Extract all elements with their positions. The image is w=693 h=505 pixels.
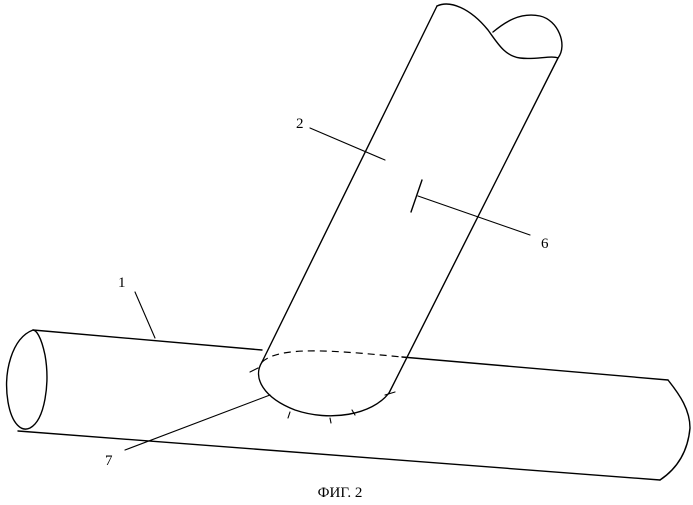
label-pipe-branch: 2 [296,116,304,132]
main-pipe-bottom-edge [18,431,660,480]
main-pipe-top-edge [33,330,262,350]
main-pipe-top-edge-right [402,357,668,380]
mark-6 [411,180,422,212]
leader-line-7 [125,395,270,450]
branch-pipe-right-edge [389,58,558,393]
label-joint: 7 [105,453,113,469]
joint-hidden-edge [262,351,402,362]
figure-caption: ФИГ. 2 [318,485,363,500]
main-pipe-end-right [660,380,690,480]
branch-pipe-end-top [437,4,562,58]
branch-pipe-left-edge [262,6,437,362]
leader-line-1 [135,292,155,338]
leader-line-2 [310,128,385,160]
weld-tick-5 [250,368,258,372]
branch-pipe [262,4,562,393]
leader-line-6 [418,196,530,235]
joint-contour [259,362,389,416]
weld-joint [250,351,402,423]
weld-tick-1 [288,412,290,418]
label-pipe-main: 1 [118,275,126,291]
main-pipe-end-left [7,330,47,429]
weld-tick-2 [330,418,331,423]
label-mark: 6 [541,236,549,252]
